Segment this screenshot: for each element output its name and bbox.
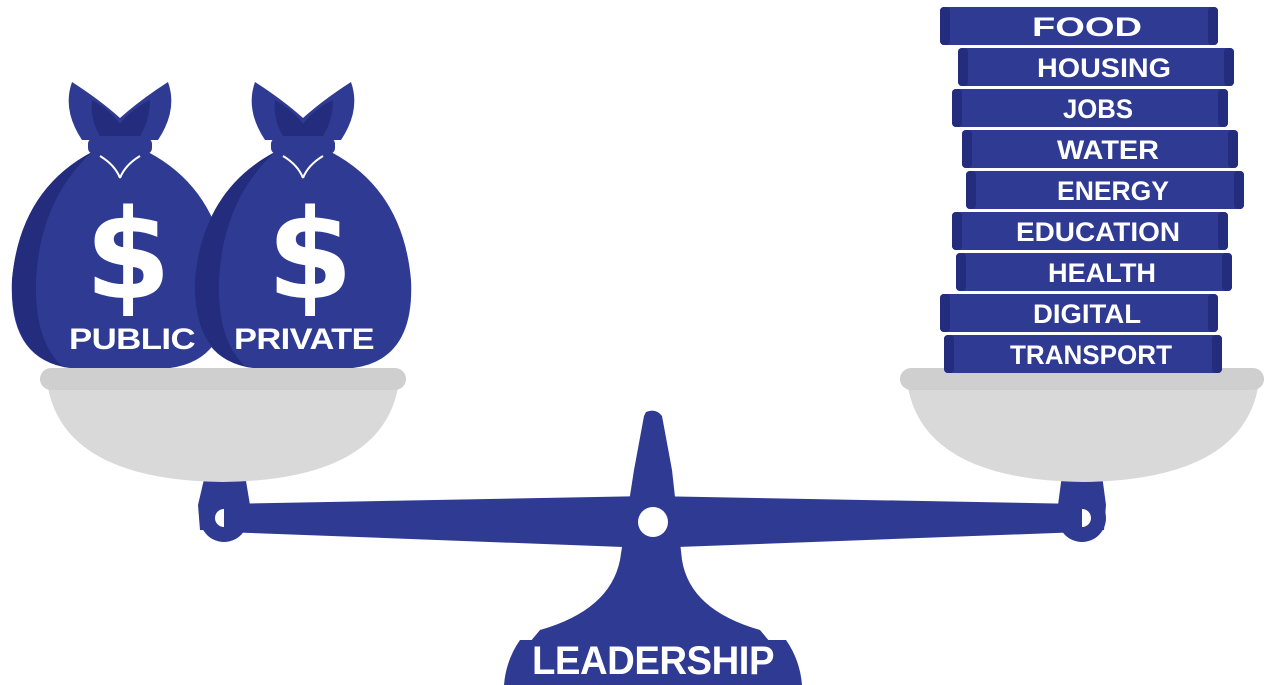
book-spine — [956, 253, 1232, 291]
left-pan — [40, 368, 406, 542]
book-spine — [958, 48, 1234, 86]
book-label: EDUCATION — [1016, 217, 1180, 247]
book-education: EDUCATION — [952, 212, 1228, 250]
fulcrum-label: LEADERSHIP — [532, 639, 774, 683]
book-edge — [1208, 294, 1218, 332]
beam-hub-hole — [638, 507, 668, 537]
money-bag-private: $ PRIVATE — [194, 82, 412, 368]
book-health: HEALTH — [956, 253, 1232, 291]
private-dollar-sign: $ — [267, 184, 353, 328]
book-edge — [944, 335, 954, 373]
money-bag-public: $ PUBLIC — [11, 82, 229, 368]
book-edge — [962, 130, 972, 168]
book-edge — [952, 89, 962, 127]
book-water: WATER — [962, 130, 1238, 168]
book-transport: TRANSPORT — [944, 335, 1222, 373]
right-bowl — [908, 388, 1258, 482]
money-bag-icon — [194, 82, 412, 368]
book-spine — [962, 130, 1238, 168]
book-label: DIGITAL — [1033, 299, 1141, 329]
book-label: HOUSING — [1037, 53, 1171, 83]
book-edge — [958, 48, 968, 86]
book-spine — [940, 7, 1218, 45]
book-spine — [952, 212, 1228, 250]
book-jobs: JOBS — [952, 89, 1228, 127]
book-spine — [944, 335, 1222, 373]
public-dollar-sign: $ — [85, 184, 171, 328]
book-edge — [952, 212, 962, 250]
book-label: ENERGY — [1057, 176, 1169, 206]
money-bag-icon — [11, 82, 229, 368]
book-edge — [940, 294, 950, 332]
left-rim — [40, 368, 406, 390]
book-edge — [1222, 253, 1232, 291]
private-bag-label: PRIVATE — [234, 323, 374, 356]
book-edge — [940, 7, 950, 45]
book-stack: FOOD HOUSING JOBS WATER ENERGY EDUCATION HEALT… — [940, 7, 1244, 373]
scale-beam-group: LEADERSHIP — [224, 410, 1082, 685]
book-edge — [1228, 130, 1238, 168]
book-digital: DIGITAL — [940, 294, 1218, 332]
book-edge — [966, 171, 976, 209]
book-label: TRANSPORT — [1010, 340, 1172, 370]
book-spine — [940, 294, 1218, 332]
book-edge — [1208, 7, 1218, 45]
left-bowl — [48, 388, 398, 482]
book-housing: HOUSING — [958, 48, 1234, 86]
book-food: FOOD — [940, 7, 1218, 45]
fulcrum-base — [504, 640, 802, 685]
book-edge — [1218, 89, 1228, 127]
right-rim — [900, 368, 1264, 390]
book-edge — [1224, 48, 1234, 86]
book-label: WATER — [1057, 135, 1159, 165]
book-edge — [1218, 212, 1228, 250]
book-label: FOOD — [1032, 12, 1142, 42]
public-bag-label: PUBLIC — [69, 323, 195, 356]
book-edge — [1234, 171, 1244, 209]
book-label: JOBS — [1063, 94, 1133, 124]
book-energy: ENERGY — [966, 171, 1244, 209]
book-label: HEALTH — [1048, 258, 1156, 288]
book-spine — [966, 171, 1244, 209]
book-edge — [956, 253, 966, 291]
book-spine — [952, 89, 1228, 127]
book-edge — [1212, 335, 1222, 373]
